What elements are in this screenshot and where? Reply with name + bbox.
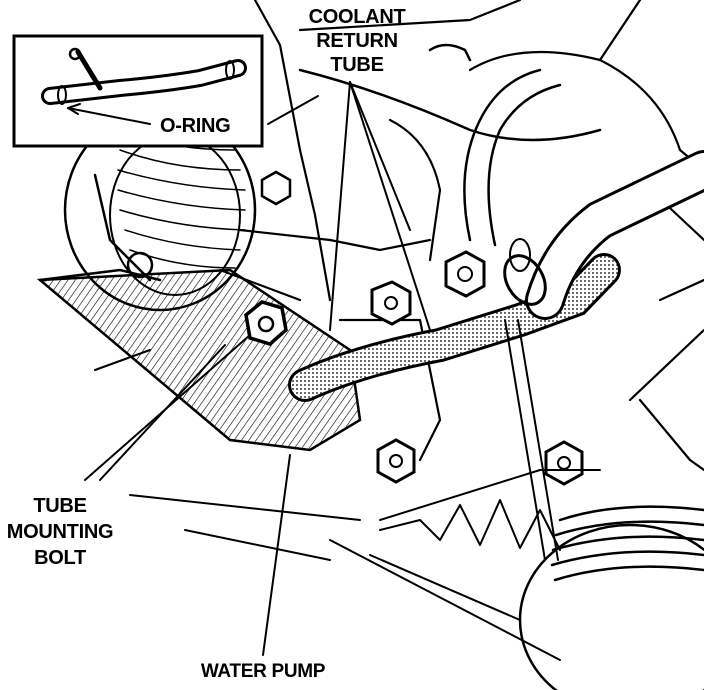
- label-coolant-1: COOLANT: [309, 6, 406, 28]
- bolt-lower-center: [376, 438, 416, 484]
- engine-block: [218, 0, 704, 472]
- label-coolant-3: TUBE: [330, 54, 383, 76]
- coolant-return-tube: [288, 150, 704, 402]
- bolt-upper-left: [260, 170, 292, 206]
- bolt-upper-right: [444, 250, 486, 298]
- upper-hose: [298, 43, 602, 247]
- label-coolant-2: RETURN: [316, 30, 398, 52]
- bolt-upper-center: [370, 280, 412, 326]
- tube-mounting-bolt: [244, 300, 288, 346]
- drive-pulley: [518, 505, 704, 690]
- label-tube-1: TUBE: [33, 495, 86, 517]
- label-tube-3: BOLT: [34, 547, 86, 569]
- drive-belt: [329, 319, 601, 661]
- label-oring: O-RING: [160, 115, 230, 137]
- label-water-pump: WATER PUMP: [201, 661, 326, 682]
- oring-inset: [12, 34, 264, 148]
- leader-lines: [84, 81, 431, 656]
- label-tube-2: MOUNTING: [7, 521, 113, 543]
- misc-lines: [94, 349, 361, 561]
- bracket: [38, 173, 162, 282]
- bolt-lower-right: [544, 440, 584, 486]
- water-pump-housing: [36, 268, 362, 452]
